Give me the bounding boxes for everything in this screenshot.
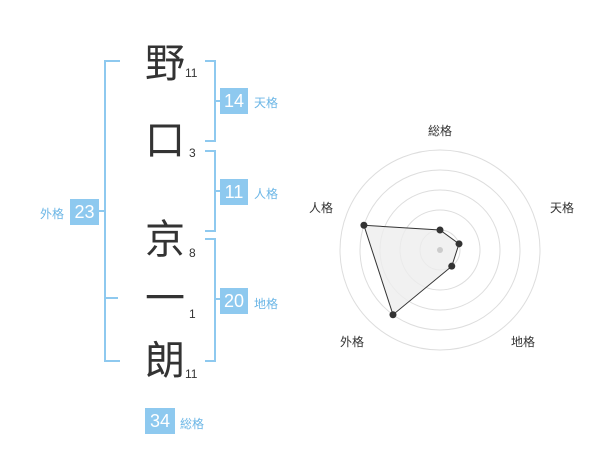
radar-label-gaikaku: 外格 [340, 335, 365, 349]
stroke-count-1: 11 [185, 66, 198, 80]
name-char-5: 朗 [145, 338, 185, 384]
soukaku-label: 総格 [180, 417, 205, 431]
radar-center-dot [437, 247, 443, 253]
radar-point-4 [389, 311, 397, 319]
name-char-3: 京 [145, 217, 185, 263]
jinkaku-badge: 11 [220, 179, 248, 205]
gaikaku-label: 外格 [40, 207, 65, 221]
jinkaku-label: 人格 [254, 187, 279, 201]
radar-point-3 [448, 262, 456, 270]
radar-point-5 [360, 221, 368, 229]
soukaku-badge: 34 [145, 408, 175, 434]
radar-grid-ring [359, 169, 521, 331]
name-char-2: 口 [145, 118, 185, 164]
gaikaku-bracket-tick [99, 210, 104, 212]
gaikaku-badge: 23 [70, 199, 99, 225]
jinkaku-bracket-tick [215, 190, 220, 192]
radar-point-1 [436, 226, 444, 234]
gaikaku-bracket [104, 60, 120, 362]
name-char-1: 野 [145, 41, 185, 87]
chikaku-label: 地格 [254, 297, 279, 311]
radar-label-chikaku: 地格 [511, 335, 536, 349]
chikaku-badge: 20 [220, 288, 248, 314]
radar-grid-ring [339, 149, 541, 351]
chikaku-bracket [205, 238, 216, 362]
stroke-count-2: 3 [189, 146, 196, 160]
stroke-count-5: 11 [185, 367, 198, 381]
stroke-count-4: 1 [189, 307, 196, 321]
chikaku-bracket-tick [215, 298, 220, 300]
radar-label-tenkaku: 天格 [550, 201, 575, 215]
tenkaku-bracket-tick [215, 100, 220, 102]
radar-area [363, 224, 460, 316]
radar-point-2 [455, 240, 463, 248]
name-char-4: 一 [145, 276, 185, 322]
radar-label-soukaku: 総格 [428, 124, 453, 138]
gaikaku-bracket-notch [106, 297, 118, 299]
tenkaku-badge: 14 [220, 88, 248, 114]
stroke-count-3: 8 [189, 246, 196, 260]
tenkaku-label: 天格 [254, 96, 279, 110]
radar-label-jinkaku: 人格 [309, 201, 334, 215]
